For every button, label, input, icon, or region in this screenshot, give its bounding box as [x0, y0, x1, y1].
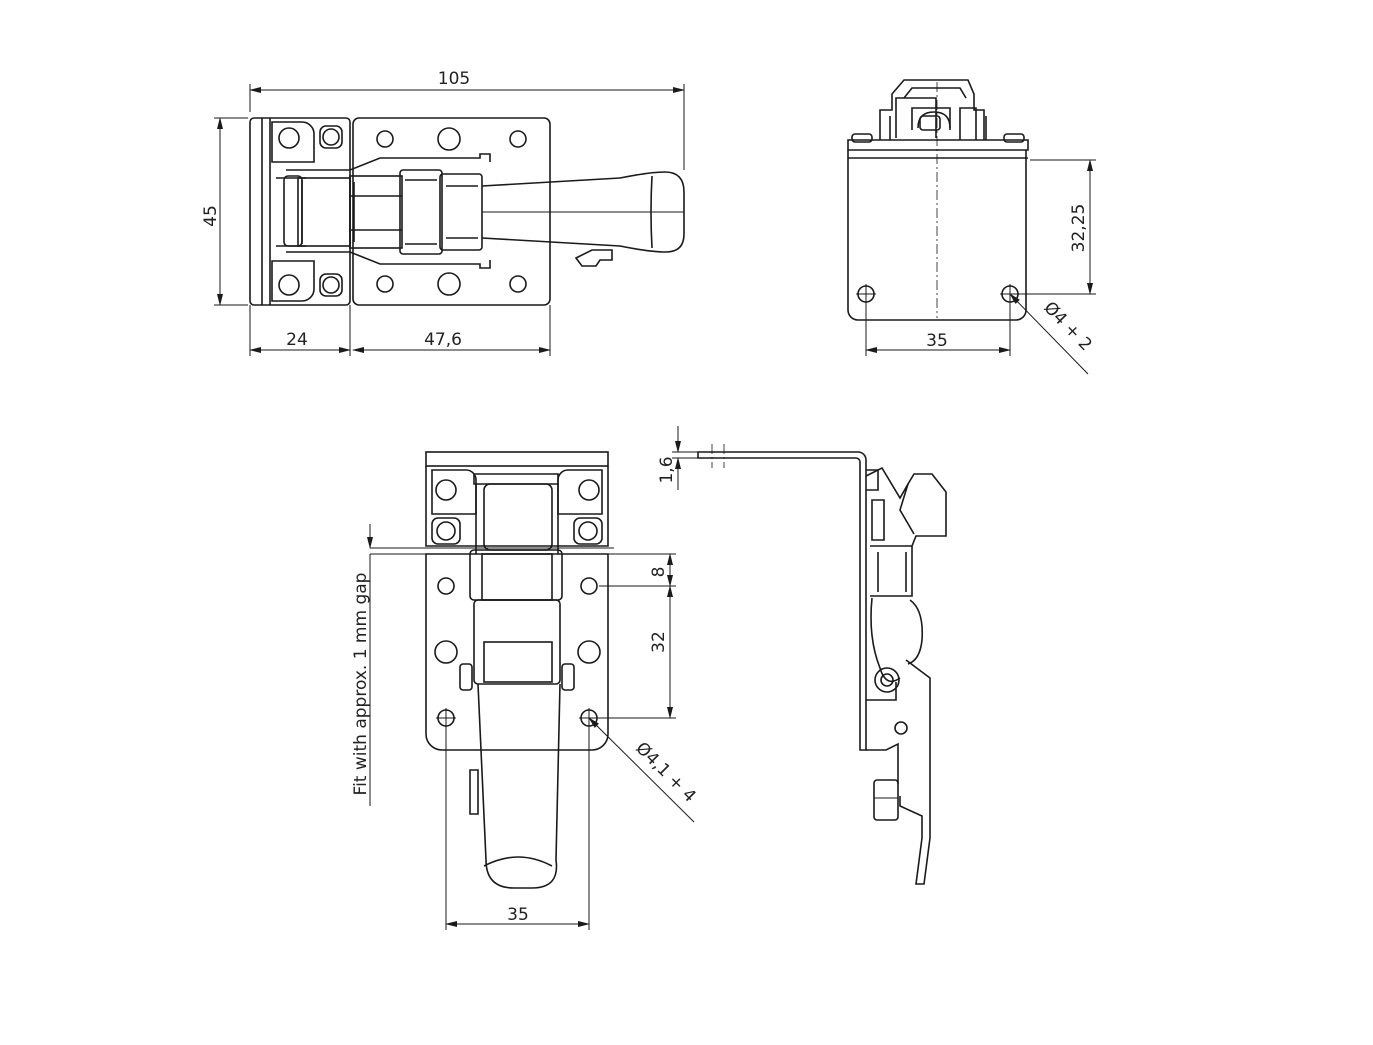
side-view-dimensions: 1,6 — [657, 426, 698, 490]
dim-top-width: 105 — [438, 69, 470, 89]
end-view-dimensions: 32,25 35 Ø4 + 2 — [865, 159, 1096, 375]
dim-front-hole: Ø4,1 + 4 — [631, 738, 699, 806]
dim-front-pitch-long: 32 — [649, 631, 669, 653]
dim-side-thickness: 1,6 — [657, 456, 677, 483]
dim-end-hole: Ø4 + 2 — [1040, 298, 1096, 355]
dim-front-pitch-short: 8 — [649, 567, 669, 578]
front-view-dimensions: Fit with approx. 1 mm gap 8 32 Ø4,1 + 4 … — [351, 524, 700, 930]
dim-end-height: 32,25 — [1069, 204, 1089, 253]
top-view-dimensions: 105 45 24 47,6 — [201, 69, 685, 356]
dim-front-width: 35 — [507, 905, 529, 925]
front-view — [425, 451, 609, 889]
dim-top-right-width: 47,6 — [424, 330, 462, 350]
dim-top-left-width: 24 — [286, 330, 308, 350]
top-view — [249, 117, 685, 306]
end-view — [847, 79, 1029, 321]
dim-top-height: 45 — [201, 205, 221, 227]
dim-end-width: 35 — [926, 331, 948, 351]
side-view — [697, 444, 947, 885]
note-fit-gap: Fit with approx. 1 mm gap — [351, 573, 371, 796]
